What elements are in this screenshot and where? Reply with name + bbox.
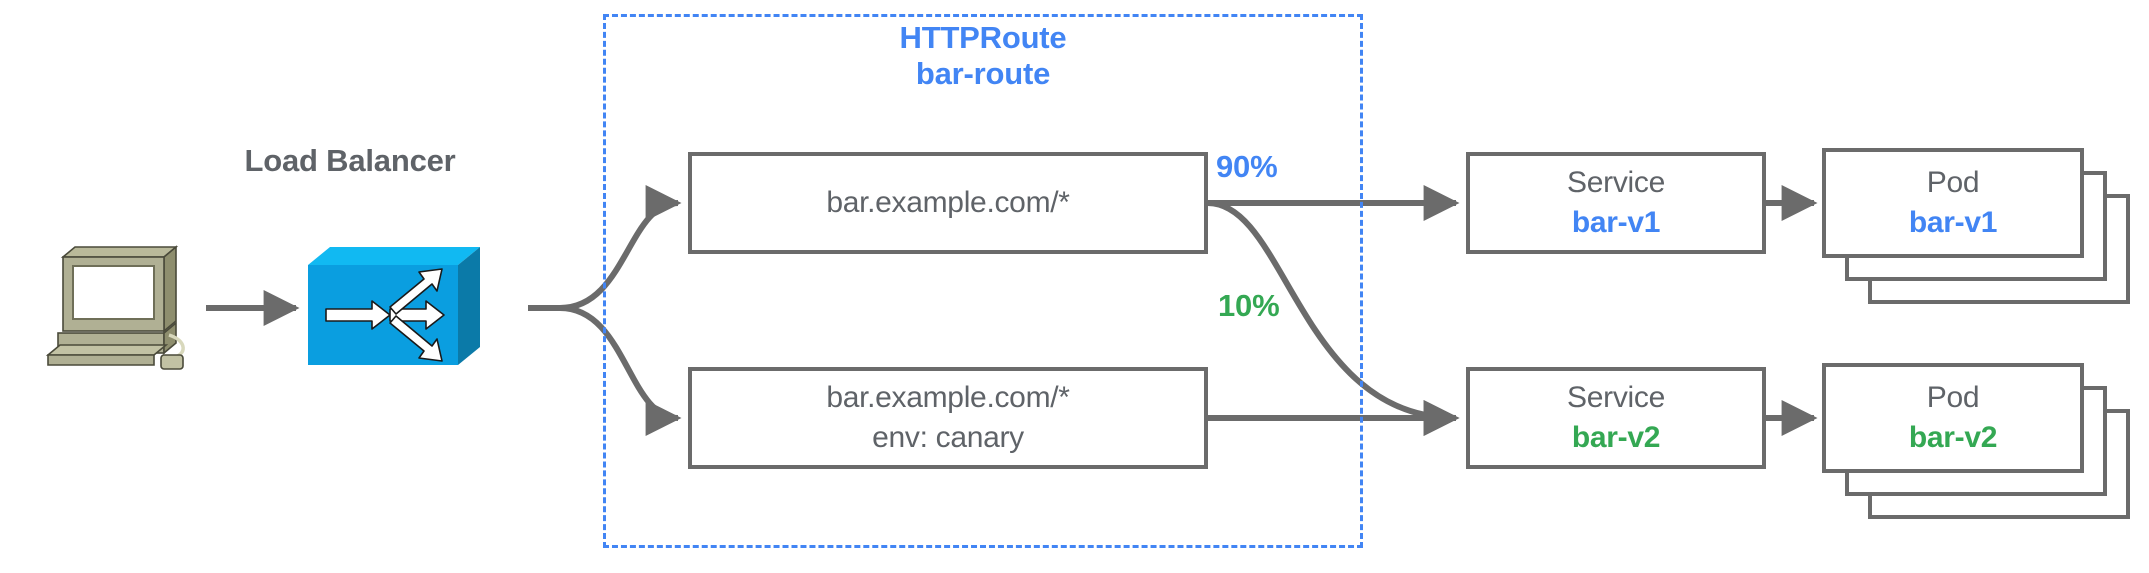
httproute-group-title: HTTPRoute bar-route bbox=[603, 20, 1363, 92]
service-box-bar-v2[interactable]: Service bar-v2 bbox=[1466, 367, 1766, 469]
pod-name-label: bar-v2 bbox=[1908, 421, 1998, 454]
desktop-computer-icon bbox=[36, 243, 196, 373]
httproute-group-box bbox=[603, 14, 1363, 548]
weight-label-90: 90% bbox=[1216, 149, 1278, 184]
pod-stack-bar-v2[interactable]: Pod bar-v2 bbox=[1822, 363, 2149, 519]
pod-name-label: bar-v1 bbox=[1908, 206, 1998, 239]
pod-card-front[interactable]: Pod bar-v2 bbox=[1822, 363, 2084, 473]
route-match-hostname: bar.example.com/* bbox=[826, 381, 1070, 414]
service-kind-label: Service bbox=[1567, 166, 1665, 199]
pod-kind-label: Pod bbox=[1926, 381, 1980, 414]
pod-stack-bar-v1[interactable]: Pod bar-v1 bbox=[1822, 148, 2149, 304]
service-name-label: bar-v1 bbox=[1571, 206, 1661, 239]
httproute-name-label: bar-route bbox=[915, 56, 1051, 91]
route-match-box-primary[interactable]: bar.example.com/* bbox=[688, 152, 1208, 254]
load-balancer-switch-icon bbox=[302, 243, 492, 373]
service-box-bar-v1[interactable]: Service bar-v1 bbox=[1466, 152, 1766, 254]
service-name-label: bar-v2 bbox=[1571, 421, 1661, 454]
route-match-box-canary[interactable]: bar.example.com/* env: canary bbox=[688, 367, 1208, 469]
pod-card-front[interactable]: Pod bar-v1 bbox=[1822, 148, 2084, 258]
httproute-kind-label: HTTPRoute bbox=[899, 20, 1067, 55]
pod-kind-label: Pod bbox=[1926, 166, 1980, 199]
weight-label-10: 10% bbox=[1218, 288, 1280, 323]
route-match-header: env: canary bbox=[872, 421, 1024, 454]
service-kind-label: Service bbox=[1567, 381, 1665, 414]
route-match-hostname: bar.example.com/* bbox=[826, 186, 1070, 219]
load-balancer-label: Load Balancer bbox=[244, 143, 456, 178]
